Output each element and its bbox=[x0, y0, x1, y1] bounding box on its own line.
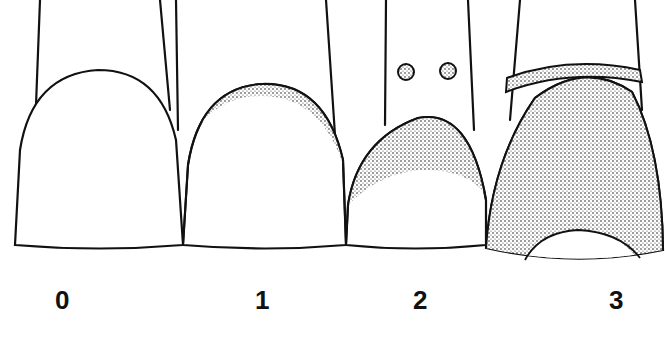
callout-number: 0 bbox=[55, 287, 69, 313]
callout-number: 1 bbox=[255, 287, 269, 313]
callout-number: 2 bbox=[413, 287, 427, 313]
callout-number: 3 bbox=[609, 287, 623, 313]
